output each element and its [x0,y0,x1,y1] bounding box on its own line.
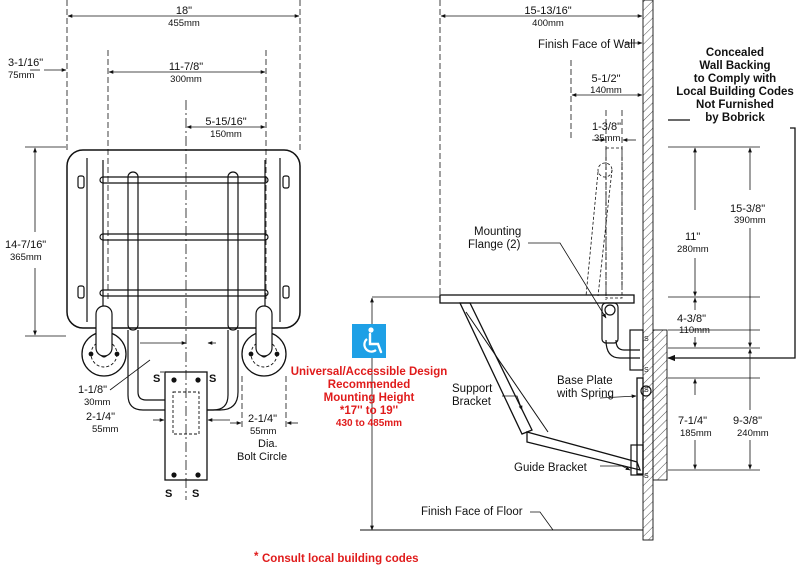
svg-text:18": 18" [176,5,192,17]
svg-text:185mm: 185mm [680,428,712,439]
svg-text:Consult local building codes: Consult local building codes [262,553,419,565]
front-view [25,0,301,500]
svg-text:430 to 485mm: 430 to 485mm [336,418,402,429]
svg-text:455mm: 455mm [168,18,200,29]
svg-text:S: S [209,373,216,385]
svg-text:5-1/2": 5-1/2" [592,73,621,85]
front-view-labels: 18" 455mm 3-1/16" 75mm 11-7/8" 300mm 5-1… [5,5,287,500]
svg-text:S: S [644,473,649,480]
svg-text:S: S [165,488,172,500]
svg-text:Finish Face of Floor: Finish Face of Floor [421,506,523,518]
svg-text:11": 11" [685,231,700,243]
svg-text:*17'' to 19'': *17'' to 19'' [340,405,399,417]
svg-text:Not Furnished: Not Furnished [696,99,774,111]
svg-text:1-3/8": 1-3/8" [592,121,621,133]
svg-text:9-3/8": 9-3/8" [733,415,762,427]
svg-text:150mm: 150mm [210,129,242,140]
svg-text:S: S [153,373,160,385]
svg-text:55mm: 55mm [92,424,118,435]
svg-text:4-3/8": 4-3/8" [677,313,706,325]
svg-text:Flange (2): Flange (2) [468,239,521,251]
svg-text:2-1/4": 2-1/4" [86,411,115,423]
svg-text:Base Plate: Base Plate [557,375,613,387]
svg-text:Bracket: Bracket [452,396,492,408]
svg-text:55mm: 55mm [250,426,276,437]
svg-text:with Spring: with Spring [556,388,614,400]
svg-text:140mm: 140mm [590,85,622,96]
svg-text:Wall Backing: Wall Backing [699,60,770,72]
svg-text:by Bobrick: by Bobrick [705,112,765,124]
svg-text:Mounting Height: Mounting Height [324,392,415,404]
svg-text:2-1/4": 2-1/4" [248,413,277,425]
side-view [360,0,796,541]
svg-text:1-1/8": 1-1/8" [78,384,107,396]
svg-text:365mm: 365mm [10,252,42,263]
svg-text:Finish Face of Wall: Finish Face of Wall [538,39,635,51]
side-view-labels: 15-13/16" 400mm Finish Face of Wall 5-1/… [421,5,769,518]
svg-text:Dia.: Dia. [258,438,278,450]
svg-text:Support: Support [452,383,493,395]
footnote: * Consult local building codes [254,551,419,565]
svg-text:280mm: 280mm [677,244,709,255]
svg-text:240mm: 240mm [737,428,769,439]
svg-text:Mounting: Mounting [474,226,521,238]
svg-text:300mm: 300mm [170,74,202,85]
svg-text:S: S [644,367,649,374]
svg-text:75mm: 75mm [8,70,34,81]
svg-text:S: S [192,488,199,500]
svg-text:*: * [254,551,259,563]
svg-text:15-3/8": 15-3/8" [730,203,765,215]
svg-text:7-1/4": 7-1/4" [678,415,707,427]
svg-text:Local Building Codes: Local Building Codes [676,86,794,98]
svg-text:14-7/16": 14-7/16" [5,239,46,251]
svg-text:Concealed: Concealed [706,47,764,59]
accessible-note: Universal/Accessible Design Recommended … [291,366,448,429]
svg-text:110mm: 110mm [679,325,710,336]
svg-text:30mm: 30mm [84,397,110,408]
svg-text:to Comply with: to Comply with [694,73,776,85]
svg-text:S: S [644,387,649,394]
svg-text:Universal/Accessible Design: Universal/Accessible Design [291,366,448,378]
svg-text:Recommended: Recommended [328,379,410,391]
backing-note: Concealed Wall Backing to Comply with Lo… [676,47,794,124]
svg-text:15-13/16": 15-13/16" [524,5,571,17]
wheelchair-accessibility-icon [352,324,386,358]
svg-text:390mm: 390mm [734,215,766,226]
svg-text:Guide Bracket: Guide Bracket [514,462,588,474]
svg-text:3-1/16": 3-1/16" [8,57,43,69]
svg-text:S: S [644,336,649,343]
svg-text:Bolt Circle: Bolt Circle [237,451,287,463]
svg-text:5-15/16": 5-15/16" [205,116,246,128]
svg-text:11-7/8": 11-7/8" [169,61,203,73]
svg-text:400mm: 400mm [532,18,564,29]
svg-text:35mm: 35mm [594,133,620,144]
